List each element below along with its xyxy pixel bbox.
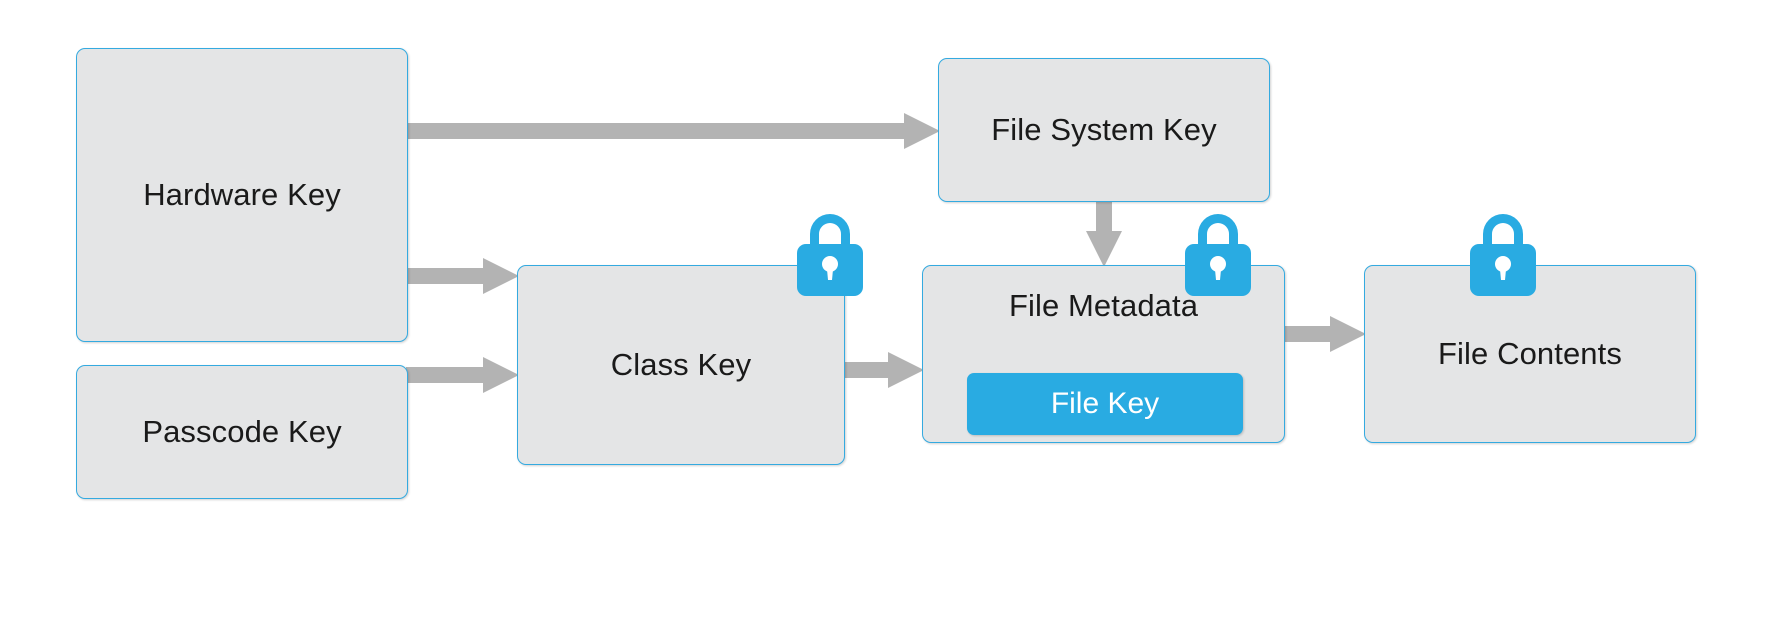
lock-badge-file-contents <box>1470 208 1536 296</box>
arrow-file-metadata-to-file-contents <box>1283 316 1366 352</box>
node-hardware-key[interactable]: Hardware Key <box>76 48 408 342</box>
node-label-file-contents: File Contents <box>1438 336 1622 372</box>
arrow-hardware-to-class-key <box>406 258 519 294</box>
node-label-file-system-key: File System Key <box>991 112 1217 148</box>
chip-label-file-key: File Key <box>1050 387 1160 420</box>
arrow-hardware-to-file-system-key <box>406 113 940 149</box>
chip-file-key[interactable]: File Key <box>967 373 1243 435</box>
lock-badge-class-key <box>797 208 863 296</box>
node-label-file-metadata: File Metadata <box>1008 288 1199 323</box>
node-class-key[interactable]: Class Key <box>517 265 845 465</box>
arrow-class-key-to-file-metadata <box>843 352 924 388</box>
node-label-class-key: Class Key <box>610 347 752 383</box>
arrow-file-system-key-to-file-metadata <box>1086 200 1122 267</box>
arrow-passcode-to-class-key <box>406 357 519 393</box>
lock-badge-file-metadata <box>1185 208 1251 296</box>
node-file-system-key[interactable]: File System Key <box>938 58 1270 202</box>
node-passcode-key[interactable]: Passcode Key <box>76 365 408 499</box>
node-label-hardware-key: Hardware Key <box>143 177 341 213</box>
node-label-passcode-key: Passcode Key <box>142 414 342 450</box>
